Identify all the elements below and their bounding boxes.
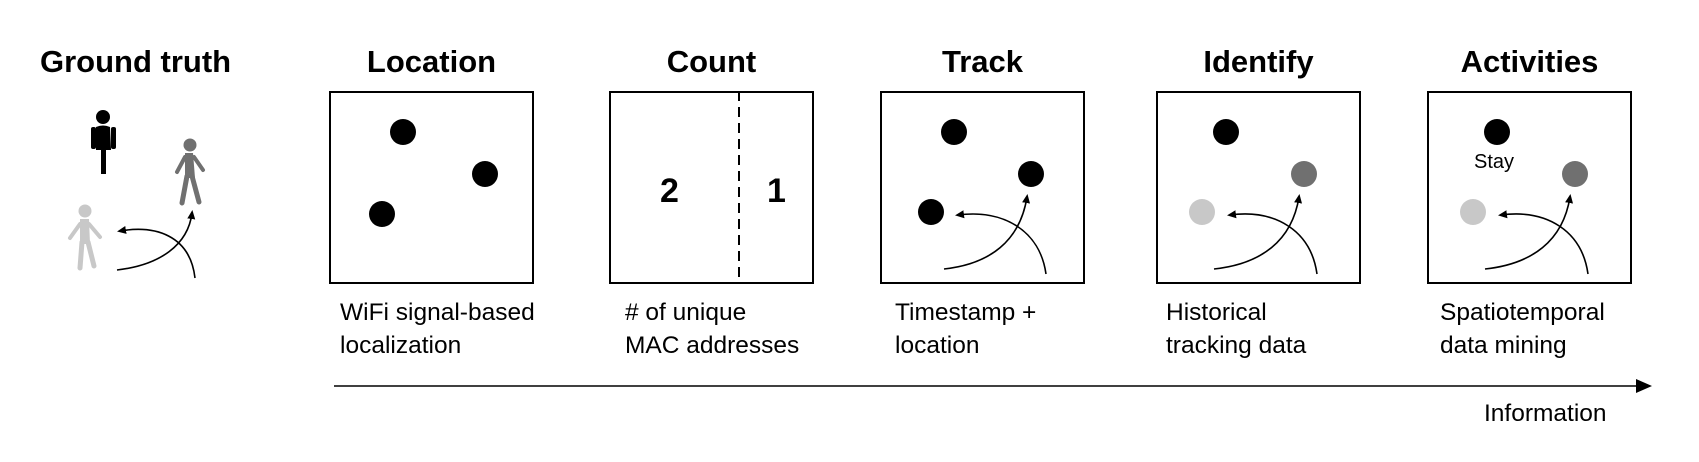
caption-line: data mining (1440, 332, 1567, 359)
track-dot (918, 199, 944, 225)
track-caption: Timestamp + location (895, 296, 1036, 362)
caption-line: # of unique (625, 299, 747, 326)
trajectory-arrow (955, 210, 1047, 275)
identify-caption: Historical tracking data (1166, 296, 1306, 362)
identify-title: Identify (1203, 44, 1314, 79)
count-panel (609, 91, 814, 284)
trajectory-arrow (116, 210, 196, 271)
location-dot (472, 161, 498, 187)
identify-panel (1156, 91, 1361, 284)
caption-line: tracking data (1166, 332, 1307, 359)
caption-line: WiFi signal-based (340, 299, 535, 326)
activities-trajectories (1484, 194, 1589, 275)
track-panel (880, 91, 1085, 284)
location-caption: WiFi signal-based localization (340, 296, 535, 362)
track-dot (1018, 161, 1044, 187)
trajectory-arrow (943, 194, 1031, 270)
person-black-icon (91, 110, 116, 174)
activities-caption: Spatiotemporal data mining (1440, 296, 1605, 362)
left-zone-count: 2 (660, 172, 679, 210)
track-dot (941, 119, 967, 145)
activities-dot (1484, 119, 1510, 145)
caption-line: Historical (1166, 299, 1267, 326)
stay-label: Stay (1474, 151, 1515, 173)
trajectory-arrow (1484, 194, 1574, 270)
identify-dot (1213, 119, 1239, 145)
count-caption: # of unique MAC addresses (625, 296, 799, 362)
zone-divider (738, 91, 740, 284)
identify-dot (1291, 161, 1317, 187)
activities-title: Activities (1460, 44, 1599, 79)
trajectory-arrow (117, 226, 196, 279)
location-panel (329, 91, 534, 284)
track-trajectories (943, 194, 1047, 275)
information-axis-arrow (334, 379, 1652, 393)
ground-truth-title: Ground truth (40, 44, 232, 79)
track-title: Track (941, 44, 1023, 79)
trajectory-arrow (1498, 210, 1589, 275)
activities-dot (1460, 199, 1486, 225)
caption-line: MAC addresses (625, 332, 800, 359)
information-axis-label: Information (1484, 400, 1607, 427)
activities-panel: Stay (1427, 91, 1632, 284)
right-zone-count: 1 (767, 172, 786, 210)
caption-line: localization (340, 332, 462, 359)
ground-truth-figures (68, 110, 205, 279)
person-light-icon (68, 204, 102, 271)
activities-dot (1562, 161, 1588, 187)
trajectory-arrow (1213, 194, 1303, 270)
identify-dot (1189, 199, 1215, 225)
count-title: Count (666, 44, 757, 79)
person-gray-icon (175, 138, 205, 206)
location-dot (369, 201, 395, 227)
caption-line: location (895, 332, 980, 359)
trajectory-arrow (1227, 210, 1318, 275)
caption-line: Spatiotemporal (1440, 299, 1605, 326)
identify-trajectories (1213, 194, 1318, 275)
caption-line: Timestamp + (895, 299, 1037, 326)
location-title: Location (366, 44, 497, 79)
location-dot (390, 119, 416, 145)
